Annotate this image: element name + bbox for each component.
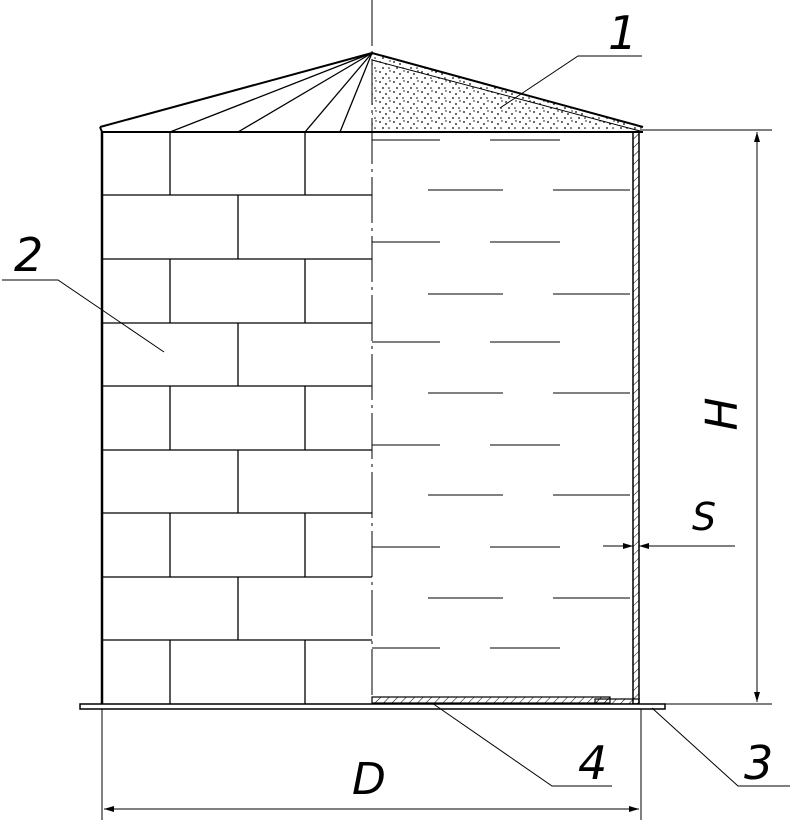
shell-wall <box>632 131 640 705</box>
leader-1 <box>499 55 642 109</box>
dimension-h-label: H <box>696 397 748 431</box>
liquid-lines <box>372 139 630 649</box>
roof <box>99 52 644 133</box>
callout-4-label: 4 <box>578 736 608 790</box>
leader-4 <box>431 702 612 787</box>
leader-lines <box>2 55 790 787</box>
callout-2-label: 2 <box>14 228 44 282</box>
callout-3-label: 3 <box>744 736 774 790</box>
dimension-d-label: D <box>352 754 386 805</box>
foundation-base <box>79 703 666 710</box>
leader-2 <box>2 279 165 353</box>
leader-3 <box>651 707 790 787</box>
bottom-plate <box>371 696 611 704</box>
dimension-d <box>101 709 642 820</box>
callout-1-label: 1 <box>608 6 638 60</box>
dimension-h <box>640 129 772 705</box>
dimension-s-label: S <box>692 495 717 539</box>
wall-pattern <box>102 132 372 704</box>
roof-rays <box>169 52 373 133</box>
